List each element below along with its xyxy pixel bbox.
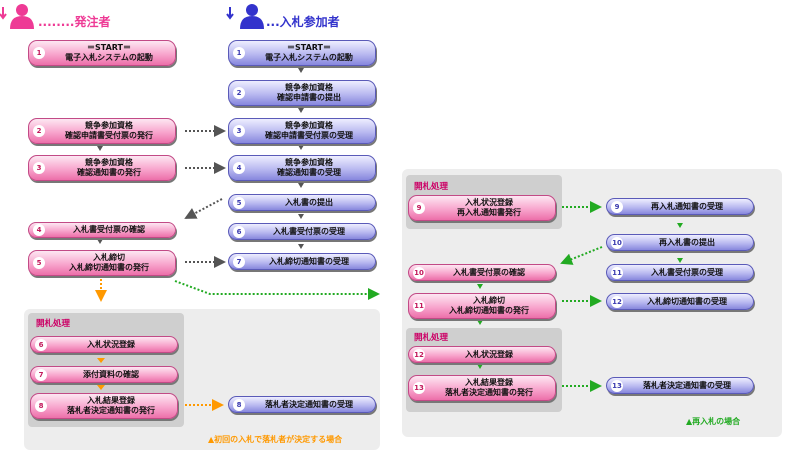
bidder-step-1: 1＝START＝ 電子入札システムの起動 — [228, 40, 376, 66]
orderer-step-1: 1＝START＝ 電子入札システムの起動 — [28, 40, 176, 66]
bidder-person-icon — [226, 4, 264, 29]
orderer-header: ........発注者 — [38, 15, 111, 29]
first-bid-footer: ▲初回の入札で落札者が決定する場合 — [208, 435, 343, 444]
rebid-opening-label-1: 開札処理 — [414, 182, 449, 192]
rebid-footer: ▲再入札の場合 — [686, 417, 741, 426]
orderer-person-icon — [0, 4, 34, 29]
bidder-header: ...入札参加者 — [266, 15, 340, 29]
first-opening-label: 開札処理 — [36, 319, 71, 329]
rebid-opening-label-2: 開札処理 — [414, 333, 449, 343]
